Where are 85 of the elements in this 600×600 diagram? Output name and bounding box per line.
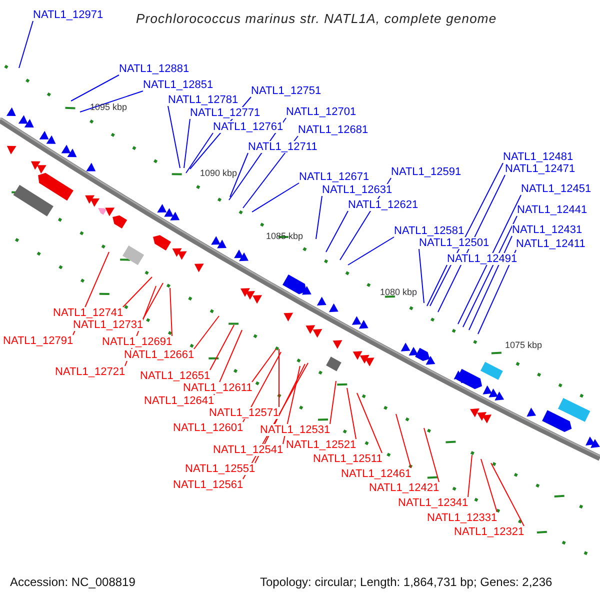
leader-line <box>252 182 300 212</box>
leader-line <box>396 414 412 468</box>
leader-line <box>356 392 382 454</box>
leader-line <box>252 348 276 382</box>
gene-label: NATL1_12581 <box>394 225 464 237</box>
leader-line <box>462 216 518 328</box>
gene-label: NATL1_12781 <box>168 94 238 106</box>
leader-line <box>170 288 172 336</box>
leader-line <box>142 282 164 320</box>
gene-label: NATL1_12571 <box>209 407 280 419</box>
gene-label: NATL1_12501 <box>419 237 490 249</box>
gene-label: NATL1_12701 <box>286 106 356 118</box>
scale-label: 1085 kbp <box>266 231 304 241</box>
gene-label: NATL1_12631 <box>322 184 392 196</box>
gene-label: NATL1_12451 <box>521 183 592 195</box>
gene-label: NATL1_12661 <box>124 349 194 361</box>
leader-line <box>348 236 394 266</box>
gene-label: NATL1_12511 <box>313 453 382 465</box>
gene-label: NATL1_12791 <box>3 335 74 347</box>
leader-line <box>278 348 280 408</box>
gene-label: NATL1_12881 <box>119 63 190 75</box>
gene-label: NATL1_12591 <box>391 166 462 178</box>
gene-label: NATL1_12341 <box>398 497 468 509</box>
genome-title: Prochlorococcus marinus str. NATL1A, complete genome <box>136 11 497 26</box>
gene-label: NATL1_12611 <box>183 382 252 394</box>
gene-label: NATL1_12321 <box>454 526 524 538</box>
gene-label: NATL1_12601 <box>173 422 244 434</box>
scale-label: 1080 kbp <box>380 287 418 297</box>
leader-line <box>478 250 516 334</box>
leader-line <box>80 90 144 112</box>
gene-label: NATL1_12751 <box>251 85 322 97</box>
leader-line <box>468 454 472 498</box>
gene-label: NATL1_12521 <box>286 439 356 451</box>
leader-line <box>210 324 234 370</box>
leader-line <box>168 106 180 168</box>
gene-label: NATL1_12421 <box>369 482 440 494</box>
gene-label: NATL1_12411 <box>516 238 586 250</box>
gene-label: NATL1_12561 <box>173 479 244 491</box>
leader-line <box>18 20 34 68</box>
gene-label: NATL1_12621 <box>348 199 418 211</box>
leader-line <box>418 248 424 304</box>
info-text: Topology: circular; Length: 1,864,731 bp; Genes: 2,236 <box>260 575 552 589</box>
scale-label: 1095 kbp <box>90 102 128 112</box>
gene-label: NATL1_12441 <box>517 204 588 216</box>
gene-label: NATL1_12761 <box>213 121 284 133</box>
gene-label: NATL1_12541 <box>213 444 284 456</box>
leader-line <box>70 74 120 102</box>
gene-label: NATL1_12431 <box>512 224 582 236</box>
gene-label: NATL1_12331 <box>427 512 498 524</box>
leader-line <box>424 428 440 482</box>
leader-line <box>468 236 512 330</box>
scale-label: 1090 kbp <box>200 168 238 178</box>
leader-line <box>346 388 356 440</box>
gene-label: NATL1_12641 <box>144 395 214 407</box>
gene-label: NATL1_12551 <box>185 463 256 475</box>
leader-line <box>458 194 522 324</box>
gene-label: NATL1_12771 <box>190 107 260 119</box>
gene-label: NATL1_12731 <box>73 319 144 331</box>
leader-line <box>194 316 220 350</box>
gene-label: NATL1_12531 <box>260 424 330 436</box>
gene-label: NATL1_12851 <box>143 79 214 91</box>
leader-line <box>326 210 348 252</box>
leader-line <box>330 380 336 424</box>
leader-line <box>426 264 448 306</box>
gene-label: NATL1_12461 <box>341 468 412 480</box>
leader-line <box>122 276 152 308</box>
gene-label: NATL1_12481 <box>503 151 574 163</box>
scale-label: 1075 kbp <box>505 340 542 350</box>
gene-label: NATL1_12471 <box>505 163 576 175</box>
leader-line <box>316 196 322 240</box>
gene-label: NATL1_12741 <box>53 307 124 319</box>
info-text: Accession: NC_008819 <box>10 575 136 589</box>
gene-label: NATL1_12711 <box>248 141 318 153</box>
leader-line <box>186 132 214 174</box>
leader-line <box>480 458 498 512</box>
gene-label: NATL1_12971 <box>33 9 104 21</box>
gene-label: NATL1_12651 <box>140 370 210 382</box>
gene-label: NATL1_12491 <box>447 253 518 265</box>
gene-label: NATL1_12681 <box>298 124 368 136</box>
leader-line <box>230 152 248 198</box>
leader-line <box>184 118 190 168</box>
gene-label: NATL1_12671 <box>299 171 370 183</box>
gene-label: NATL1_12721 <box>55 366 126 378</box>
leader-line <box>490 462 524 526</box>
gene-label: NATL1_12691 <box>102 336 172 348</box>
